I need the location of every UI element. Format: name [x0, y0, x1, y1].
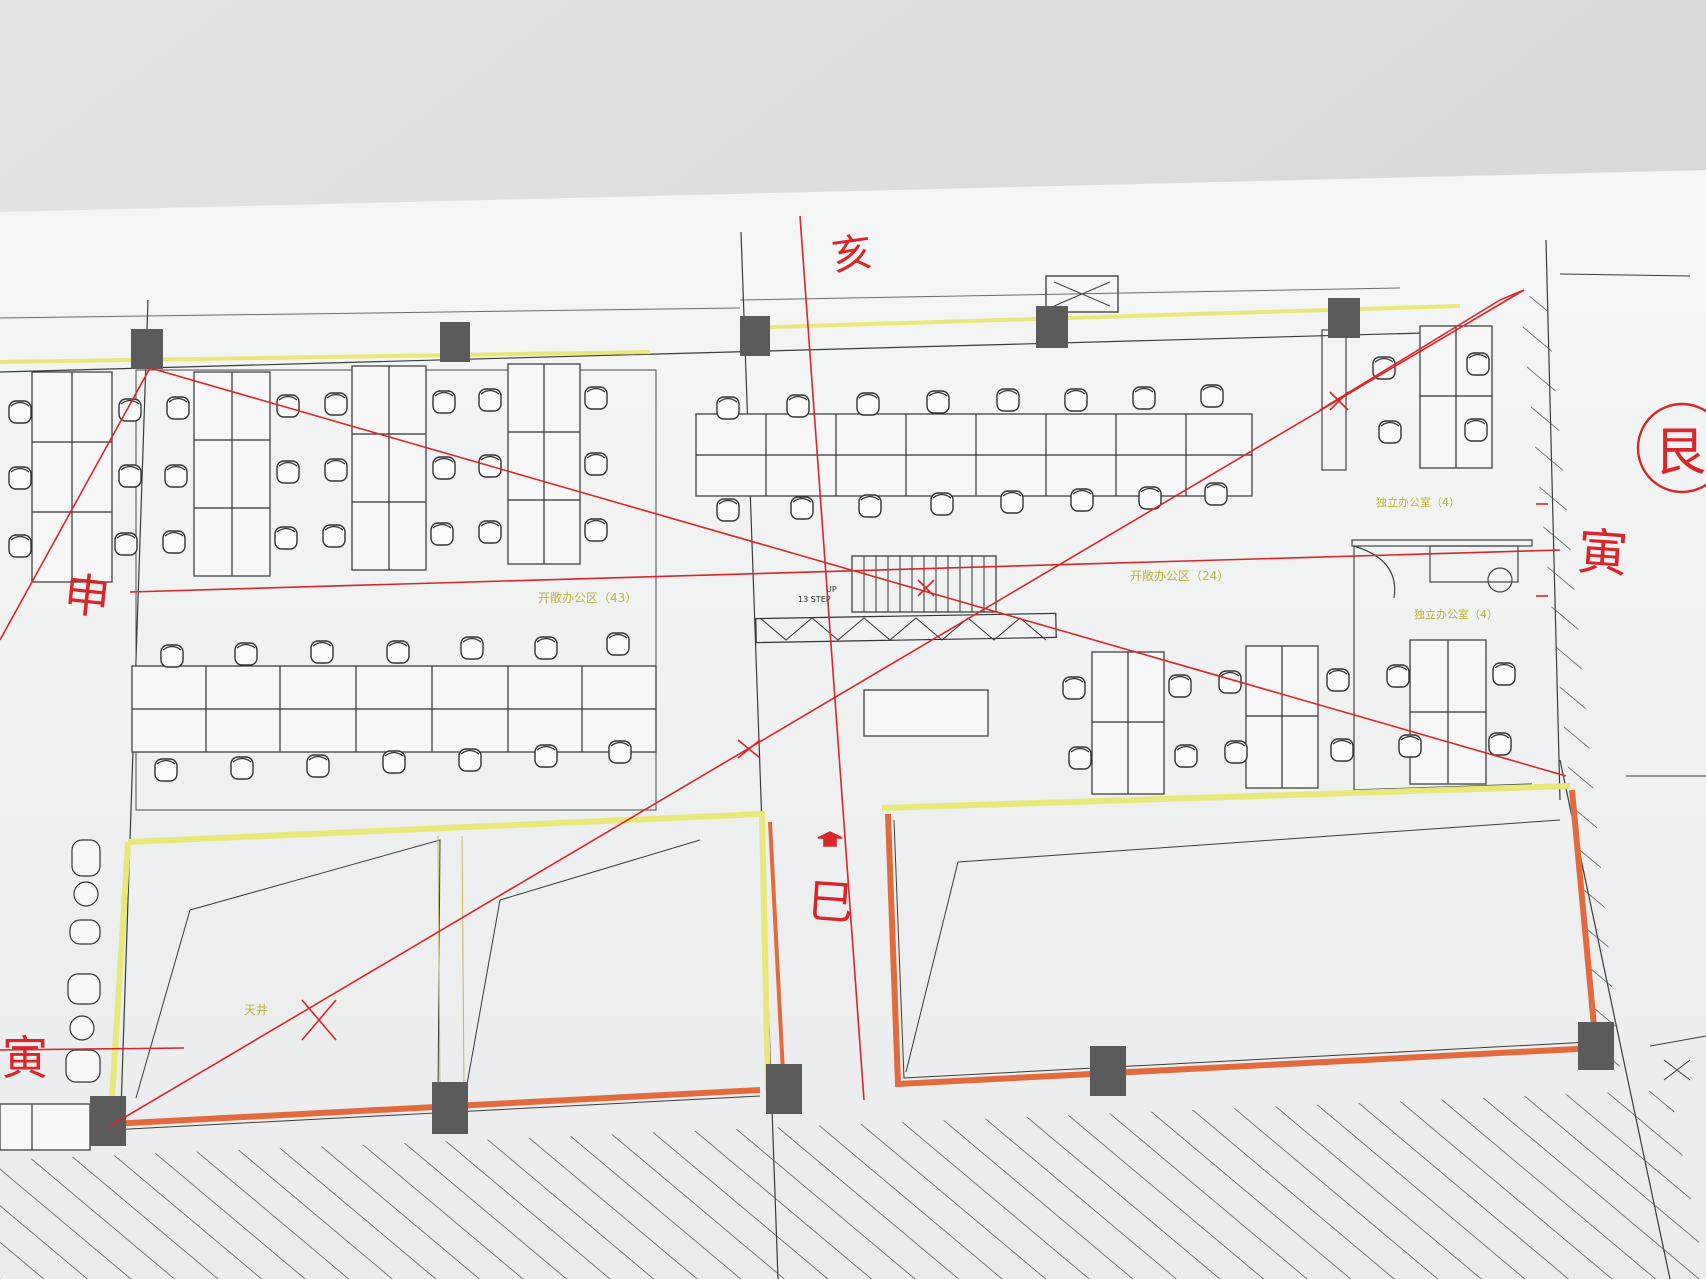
- top-wall: [0, 275, 1461, 373]
- left-open-office: 开敞办公区（43）: [8, 363, 657, 811]
- bottom-hatch: [0, 1090, 1706, 1279]
- handwritten-circle: [1636, 402, 1706, 494]
- handwritten-bottom-left: 寅: [2, 1031, 48, 1085]
- left-edge-fixtures: [0, 839, 101, 1151]
- lower-walls: 天井: [107, 783, 1600, 1131]
- structural-columns: [90, 298, 1614, 1146]
- staircase: UP 13 STEP: [755, 555, 1057, 644]
- handwritten-notes: 亥 申 寅 巳 寅 艮: [2, 229, 1706, 1085]
- stair-steps-label: 13 STEP: [798, 595, 831, 604]
- red-ink-markings: [0, 215, 1567, 1127]
- skylight-label: 天井: [244, 1003, 268, 1017]
- open-office-right-label: 开敞办公区（24）: [1130, 568, 1229, 583]
- handwritten-top: 亥: [829, 229, 875, 280]
- handwritten-bottom-center: 巳: [806, 874, 856, 931]
- stair-up-label: UP: [826, 585, 837, 594]
- private-office-top-label: 独立办公室（4）: [1376, 495, 1460, 509]
- open-office-left-label: 开敞办公区（43）: [538, 590, 637, 605]
- right-open-office: 开敞办公区（24） 独立办公室（4） 独立办公室（4）: [695, 325, 1533, 795]
- handwritten-right-side: 寅: [1576, 523, 1630, 584]
- right-hatch: [1520, 290, 1620, 1080]
- handwritten-middle-left: 申: [61, 567, 112, 626]
- private-office-mid-label: 独立办公室（4）: [1414, 607, 1498, 621]
- handwritten-circled: 艮: [1654, 423, 1706, 483]
- dimension-marks: [1559, 273, 1706, 1081]
